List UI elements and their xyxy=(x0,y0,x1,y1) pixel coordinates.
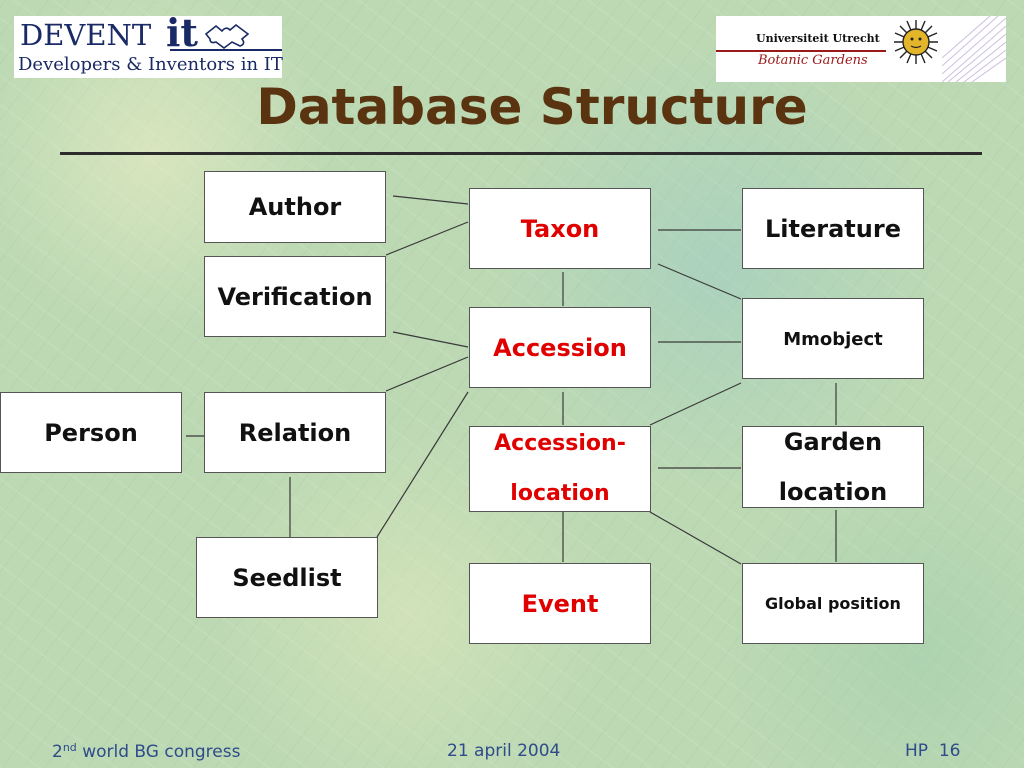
entity-event: Event xyxy=(469,563,651,644)
line-author-taxon xyxy=(392,195,469,205)
decorative-stripes xyxy=(942,16,1006,82)
utrecht-logo: Universiteit Utrecht Botanic Gardens xyxy=(716,16,1006,82)
footer-congress-number: 2 xyxy=(52,742,63,762)
footer-congress: 2nd world BG congress xyxy=(52,741,240,762)
footer-author: HP xyxy=(905,741,929,761)
entity-verification-label: Verification xyxy=(217,282,373,311)
entity-garden-location-line1: Garden xyxy=(783,428,883,456)
entity-taxon-label: Taxon xyxy=(520,214,600,243)
entity-accession-location-line2: location xyxy=(510,481,610,506)
entity-relation: Relation xyxy=(204,392,386,473)
entity-taxon: Taxon xyxy=(469,188,651,269)
devent-logo-word: DEVENT xyxy=(20,18,152,52)
utrecht-logo-subtitle: Botanic Gardens xyxy=(758,53,868,68)
puzzle-icon xyxy=(204,23,250,49)
entity-seedlist: Seedlist xyxy=(196,537,378,618)
line-verification-taxon xyxy=(385,221,469,256)
entity-person: Person xyxy=(0,392,182,473)
entity-mmobject: Mmobject xyxy=(742,298,924,379)
line-verification-accession xyxy=(392,331,469,348)
page-title: Database Structure xyxy=(256,78,808,136)
line-relation-accession xyxy=(385,356,469,392)
footer-page-number: 16 xyxy=(938,741,961,761)
entity-global-position-label: Global position xyxy=(765,594,901,613)
title-underline xyxy=(60,152,982,155)
utrecht-logo-name: Universiteit Utrecht xyxy=(756,32,880,45)
entity-accession-label: Accession xyxy=(493,333,627,362)
entity-literature-label: Literature xyxy=(765,214,901,243)
footer-congress-ordinal: nd xyxy=(62,741,77,754)
line-acclocation-globalposition xyxy=(649,511,742,565)
devent-logo: DEVENT it Developers & Inventors in IT xyxy=(14,10,283,78)
sun-seal-icon xyxy=(894,20,938,64)
devent-logo-it: it xyxy=(166,10,198,55)
devent-logo-rule xyxy=(170,49,282,51)
footer-page: HP 16 xyxy=(905,741,961,761)
entity-mmobject-label: Mmobject xyxy=(783,329,883,350)
line-acclocation-mmobject xyxy=(649,382,742,426)
utrecht-logo-rule xyxy=(716,50,886,52)
footer-congress-text: world BG congress xyxy=(76,742,241,762)
entity-accession: Accession xyxy=(469,307,651,388)
entity-person-label: Person xyxy=(44,418,138,447)
devent-logo-tagline: Developers & Inventors in IT xyxy=(18,54,283,75)
entity-relation-label: Relation xyxy=(238,418,352,447)
line-taxon-mmobject xyxy=(657,263,742,300)
line-seedlist-accession xyxy=(376,391,469,538)
entity-accession-location: Accession- location xyxy=(469,426,651,512)
entity-author-label: Author xyxy=(248,193,342,221)
entity-literature: Literature xyxy=(742,188,924,269)
entity-accession-location-line1: Accession- xyxy=(494,431,626,456)
entity-garden-location-line2: location xyxy=(778,478,888,506)
entity-garden-location: Garden location xyxy=(742,426,924,508)
entity-author: Author xyxy=(204,171,386,243)
footer-date: 21 april 2004 xyxy=(447,741,561,761)
entity-global-position: Global position xyxy=(742,563,924,644)
entity-verification: Verification xyxy=(204,256,386,337)
entity-seedlist-label: Seedlist xyxy=(232,563,342,592)
entity-event-label: Event xyxy=(521,589,599,618)
